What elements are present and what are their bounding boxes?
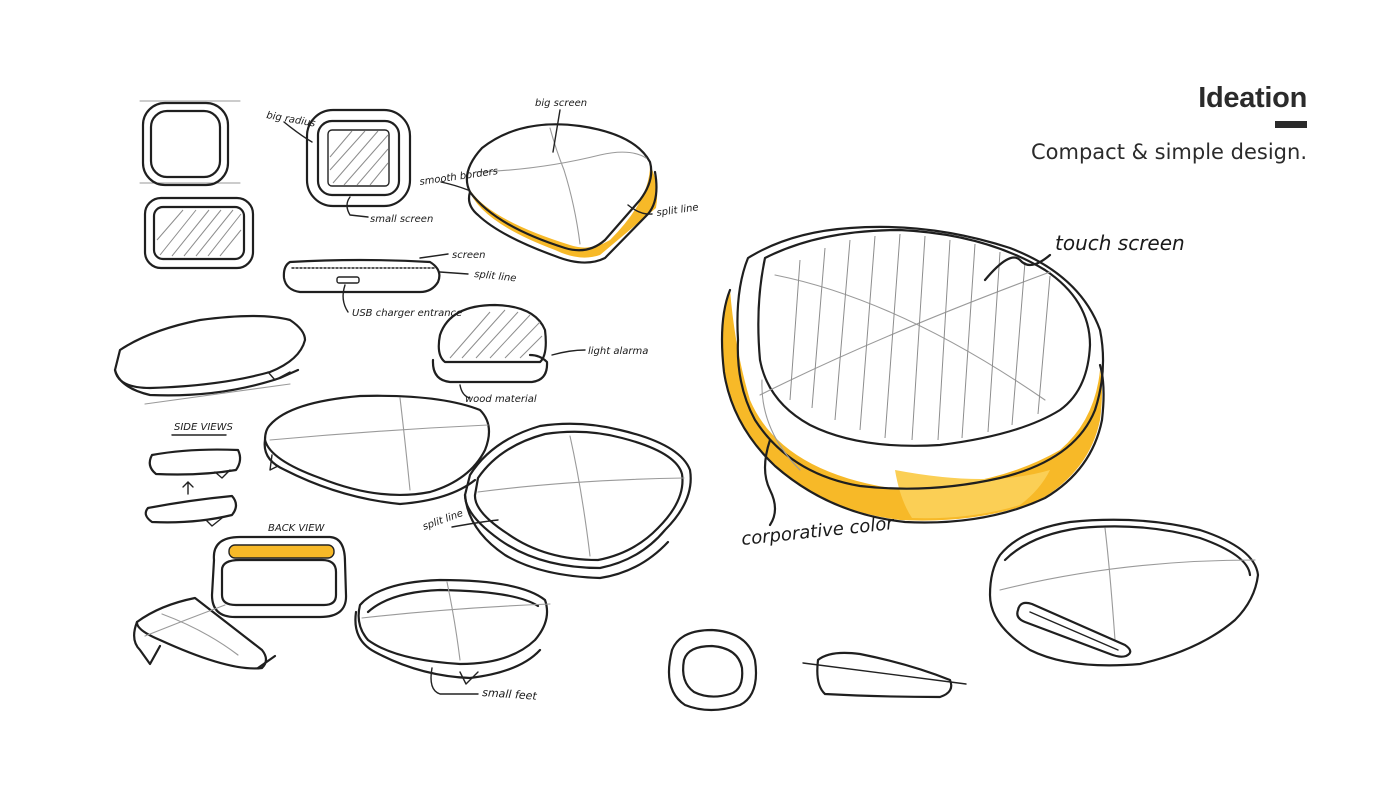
wedge-side-view-sketch [802,651,967,699]
light-alarma-device-sketch [431,303,586,399]
slab-device-sketch [263,394,491,506]
label-side-views: SIDE VIEWS [174,422,233,433]
annotation-usb-charger: USB charger entrance [352,308,462,319]
side-view-usb-sketch [282,253,469,313]
thin-slab-device-sketch [133,596,277,670]
annotation-small-feet: small feet [482,686,538,703]
annotation-wood-material: wood material [465,394,537,405]
annotation-light-alarma: light alarma [588,346,648,357]
big-screen-device-sketch [440,109,658,264]
page-subtitle: Compact & simple design. [1030,140,1307,164]
annotation-corporative-color: corporative color [740,513,896,550]
annotation-touch-screen: touch screen [1055,231,1185,255]
annotation-smooth-borders: smooth borders [419,166,499,188]
label-back-view: BACK VIEW [268,523,326,534]
front-view-big-radius-sketch [139,100,241,187]
main-device-render [720,225,1105,527]
side-views-sketch [144,448,242,527]
annotation-screen: screen [452,250,485,261]
screen-slab-device-sketch [451,422,692,580]
annotation-split-line-side: split line [474,269,517,284]
back-view-sketch [210,535,348,619]
vent-device-sketch [988,518,1260,667]
ring-front-view-sketch [667,628,758,712]
annotation-big-screen: big screen [535,98,587,109]
front-view-wide-sketch [143,196,255,270]
wedge-device-sketch [113,314,307,405]
front-view-small-screen-sketch [283,108,412,218]
annotation-small-screen: small screen [370,214,433,225]
annotation-split-line-lower: split line [421,508,464,533]
title-underline-bar [1275,121,1307,128]
annotation-split-line-top: split line [656,202,699,219]
small-feet-device-sketch [354,578,551,695]
page-title: Ideation [1198,82,1307,114]
